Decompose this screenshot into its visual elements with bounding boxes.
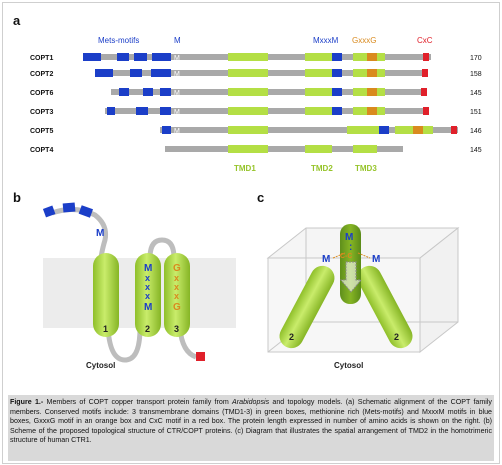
gxxxg-letter: x <box>174 282 179 292</box>
tmd2-label: TMD2 <box>311 164 333 173</box>
mets-block-2 <box>62 202 76 213</box>
row-name: COPT4 <box>30 147 53 154</box>
cxc-label: C-C <box>340 253 352 260</box>
caption-box <box>8 395 494 461</box>
helix-number: 2 <box>145 324 150 334</box>
mxxxm-letter: M <box>144 302 152 313</box>
row-length: 158 <box>470 71 482 78</box>
center-m-label: M <box>345 232 353 243</box>
helix-number: 2 <box>394 332 399 342</box>
m-mark: M <box>174 109 180 116</box>
mets-motifs-label: Mets-motifs <box>98 36 139 45</box>
cytosol-label-c: Cytosol <box>334 361 363 370</box>
panel-a-alignment: Mets-motifs M MxxxM GxxxG CxC COPT1 M 17… <box>30 36 482 173</box>
row-length: 145 <box>470 147 482 154</box>
panel-b-letter: b <box>13 190 21 205</box>
down-arrow <box>339 261 363 293</box>
row-name: COPT3 <box>30 109 53 116</box>
mets-block-1 <box>42 205 56 218</box>
mxxxm-motif-label: MxxxM <box>313 36 339 45</box>
helix-number: 3 <box>174 324 179 334</box>
panel-c-letter: c <box>257 190 265 205</box>
loop-2-3 <box>147 237 177 259</box>
row-length: 145 <box>470 90 482 97</box>
mxxxm-letter: x <box>145 273 150 283</box>
helix-left <box>279 265 335 349</box>
cytosol-label-b: Cytosol <box>86 361 115 370</box>
helix-3 <box>164 253 190 337</box>
row-copt6: COPT6 M 145 <box>30 88 482 97</box>
m-mark: M <box>174 71 180 78</box>
panel-a-letter: a <box>13 13 21 28</box>
helix-number: 2 <box>289 332 294 342</box>
m-mark: M <box>174 90 180 97</box>
caption-text-1: Members of COPT copper transport protein… <box>43 398 233 406</box>
row-name: COPT5 <box>30 128 53 135</box>
row-copt5: COPT5 M 146 <box>30 126 482 135</box>
row-copt4: COPT4 145 <box>30 145 482 154</box>
caption-bold: Figure 1.- <box>10 398 44 406</box>
row-length: 170 <box>470 55 482 62</box>
left-m-label: M <box>322 254 330 265</box>
mets-block-3 <box>78 205 94 218</box>
cxc-motif-label: CxC <box>417 36 433 45</box>
mxxxm-letter: M <box>144 263 152 274</box>
row-name: COPT2 <box>30 71 53 78</box>
row-copt3: COPT3 M 151 <box>30 107 482 116</box>
row-length: 146 <box>470 128 482 135</box>
caption-text-2: and topology models. (a) Schematic align… <box>10 398 492 445</box>
mxxxm-letter: x <box>145 282 150 292</box>
m-top-label: M <box>96 228 104 239</box>
loop-1-2 <box>105 327 143 363</box>
m-mark: M <box>174 128 180 135</box>
gxxxg-motif-label: GxxxG <box>352 36 376 45</box>
tmd3-label: TMD3 <box>355 164 377 173</box>
helix-right <box>357 265 413 349</box>
cxc-block <box>196 352 205 361</box>
row-name: COPT1 <box>30 55 53 62</box>
connector-left <box>332 252 346 259</box>
caption-italic: Arabidopsis <box>232 398 270 406</box>
row-copt1: COPT1 M 170 <box>30 53 482 62</box>
tmd1-label: TMD1 <box>234 164 256 173</box>
row-name: COPT6 <box>30 90 53 97</box>
m-mark: M <box>174 55 180 62</box>
gxxxg-letter: G <box>173 263 181 274</box>
row-length: 151 <box>470 109 482 116</box>
m-motif-label: M <box>174 36 181 45</box>
helix-2 <box>135 253 161 337</box>
helix-number: 1 <box>103 324 108 334</box>
center-dots: : <box>349 242 352 253</box>
helix-1 <box>93 253 119 337</box>
right-m-label: M <box>372 254 380 265</box>
gxxxg-letter: G <box>173 302 181 313</box>
figure-caption: Figure 1.- Members of COPT copper transp… <box>10 398 492 446</box>
mxxxm-letter: x <box>145 291 150 301</box>
connector-right <box>357 252 371 259</box>
gxxxg-letter: x <box>174 291 179 301</box>
row-copt2: COPT2 M 158 <box>30 69 482 78</box>
gxxxg-letter: x <box>174 273 179 283</box>
